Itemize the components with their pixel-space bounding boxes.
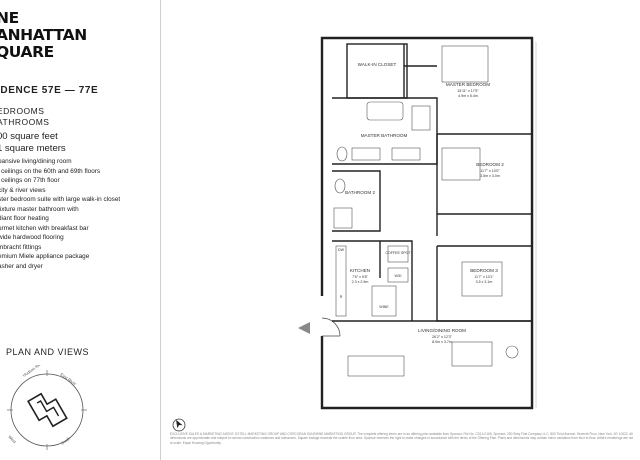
wine-storage-icon: [371, 285, 397, 317]
shower-icon: [411, 105, 431, 131]
master-bath-label: MASTER BATHROOM: [361, 133, 408, 138]
building-footprint-icon: [27, 392, 68, 428]
bathtub-icon: [366, 101, 404, 121]
area-info: 00 square feet 1 square meters: [0, 131, 66, 155]
wine-label: WINE: [379, 305, 389, 309]
bedroom2-ft: 11'7" x 10'0": [480, 169, 500, 173]
building-logo: NE ANHATTAN QUARE: [0, 10, 87, 61]
dining-table-icon: [347, 355, 405, 377]
chair-icon: [505, 345, 519, 359]
fixtures: [333, 45, 519, 377]
coffee-spot-icon: [387, 245, 409, 263]
entry-door: [321, 317, 341, 337]
feature-item: emium Miele appliance package: [0, 253, 90, 260]
feature-item: city & river views: [0, 186, 46, 194]
dw-label: DW: [338, 248, 345, 252]
compass-north-label: Hudson River: [22, 365, 45, 378]
feature-item: ster bedroom suite with large walk-in cl…: [0, 196, 121, 203]
feature-item: urmet kitchen with breakfast bar: [0, 224, 89, 232]
bathroom2-label: BATHROOM 2: [345, 190, 375, 195]
residence-title: IDENCE 57E — 77E: [0, 85, 99, 96]
toilet-icon: [336, 146, 348, 162]
bed-icon: [461, 261, 503, 297]
feature-item: wide hardwood flooring: [0, 234, 64, 241]
logo-line-3: QUARE: [0, 43, 54, 61]
panel-divider: [160, 0, 161, 460]
sofa-icon: [451, 341, 493, 367]
washer-dryer-icon: [387, 267, 409, 283]
coffee-spot-label: COFFEE SPOT: [385, 251, 411, 255]
bedroom2-m: 3.5m x 3.0m: [480, 174, 500, 178]
kitchen-m: 2.3 x 2.9m: [352, 280, 369, 284]
vanity-icon: [351, 147, 381, 161]
feature-list: pansive living/dining room ' ceilings on…: [0, 157, 120, 271]
room-count: EDROOMS ATHROOMS: [0, 106, 49, 128]
bed-icon: [441, 147, 481, 181]
exterior-wall: [320, 36, 534, 410]
area-feet: 00 square feet: [0, 131, 58, 142]
vanity-icon: [391, 147, 421, 161]
master-bedroom-ft: 15'11" x 17'5": [457, 89, 479, 93]
interior-walls: [332, 43, 532, 322]
feature-item: fixture master bathroom with: [0, 205, 79, 213]
feature-item: ' ceilings on the 60th and 69th floors: [0, 167, 101, 175]
tub-icon: [333, 207, 353, 229]
feature-item: diant floor heating: [0, 215, 49, 222]
master-bedroom-m: 4.9m x 5.4m: [458, 94, 478, 98]
logo-line-1: NE: [0, 9, 19, 27]
feature-item: mbracht fittings: [0, 243, 42, 251]
compass-south-label: South: [60, 436, 71, 446]
toilet-icon: [334, 178, 346, 194]
feature-item: ' ceilings on 77th floor: [0, 177, 60, 184]
wd-label: W/D: [395, 274, 402, 278]
living-room-ft: 26'2" x 12'3": [432, 335, 452, 339]
legal-disclaimer: EXCLUSIVE SALES & MARKETING AGENT: EXTEL…: [170, 432, 634, 445]
bedroom3-m: 3.5 x 3.1m: [476, 280, 493, 284]
key-plan-compass: Hudson River East River South West: [7, 365, 87, 450]
bedroom2-label: BEDROOM 2: [476, 162, 504, 167]
closet-label: WALK-IN CLOSET: [358, 62, 397, 67]
kitchen-label: KITCHEN: [350, 268, 370, 273]
compass-west-label: West: [7, 434, 18, 445]
bedrooms-label: EDROOMS: [0, 106, 45, 116]
bathrooms-label: ATHROOMS: [0, 117, 50, 127]
bed-icon: [441, 45, 489, 83]
counter-icon: [335, 245, 347, 317]
compass-east-label: East River: [59, 372, 78, 387]
window-band: [532, 42, 537, 408]
north-arrow-icon: [172, 418, 186, 432]
floor-plan: WALK-IN CLOSET MASTER BEDROOM 15'11" x 1…: [298, 36, 537, 410]
living-room-label: LIVING/DINING ROOM: [418, 328, 466, 333]
feature-item: asher and dryer: [0, 262, 43, 270]
kitchen-ft: 7'6" x 9'8": [352, 275, 368, 279]
living-room-m: 8.0m x 3.7m: [432, 340, 452, 344]
feature-item: pansive living/dining room: [0, 158, 72, 165]
plan-and-views-title: PLAN AND VIEWS: [6, 347, 90, 357]
logo-line-2: ANHATTAN: [0, 26, 87, 44]
ref-label: R: [340, 295, 343, 299]
area-meters: 1 square meters: [0, 143, 66, 154]
bedroom3-label: BEDROOM 3: [470, 268, 498, 273]
entry-arrow-icon: [298, 322, 310, 334]
master-bedroom-label: MASTER BEDROOM: [446, 82, 490, 87]
bedroom3-ft: 11'7" x 10'1": [474, 275, 494, 279]
